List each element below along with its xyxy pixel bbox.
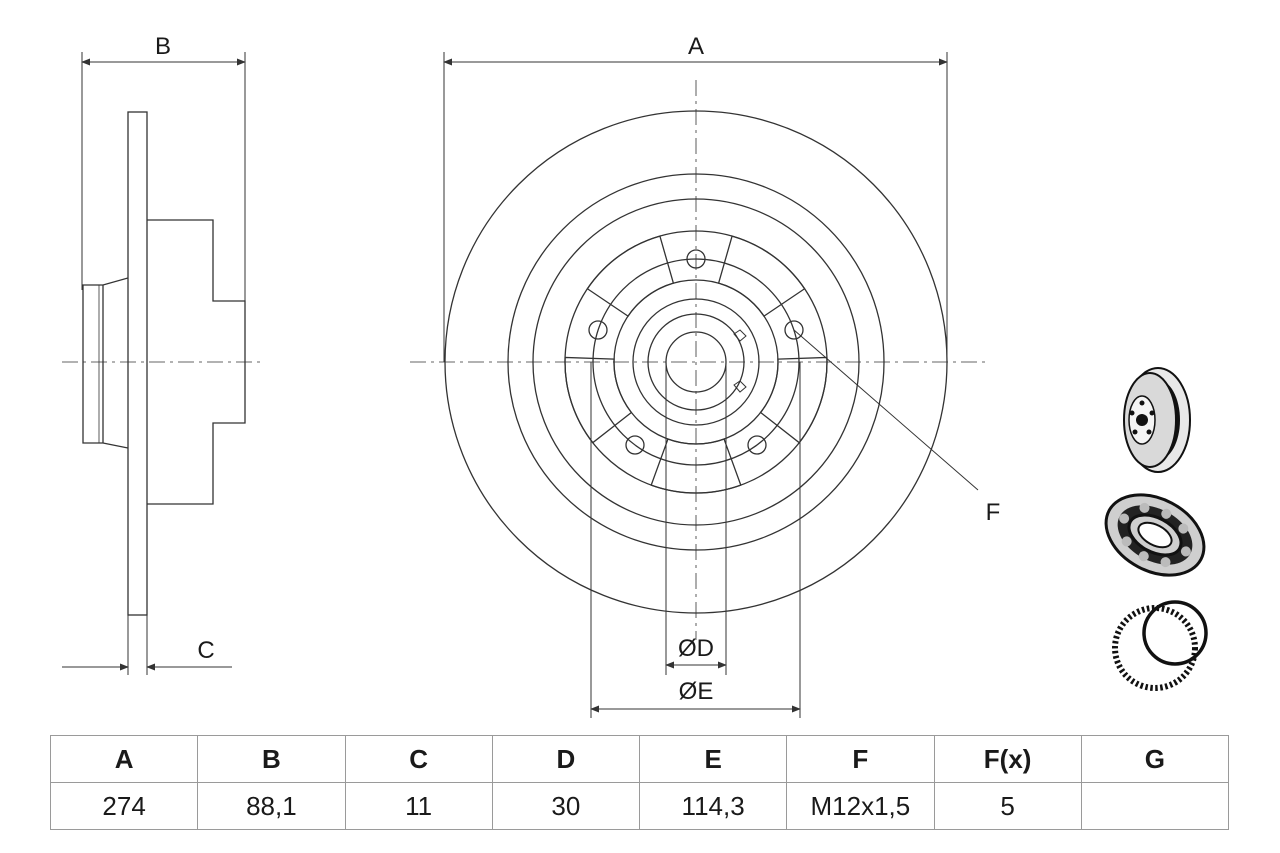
hub-cutout-pockets [564,235,828,494]
abs-ring-icon [1112,600,1208,691]
table-header-row: A B C D E F F(x) G [49,735,1230,783]
dimension-c-label: C [197,637,214,664]
dimension-f-label: F [986,499,1001,526]
value-e: 114,3 [638,782,788,830]
header-d: D [491,735,641,783]
header-f: F [786,735,935,783]
brake-disc-icon [1123,367,1191,473]
value-b: 88,1 [197,782,346,830]
value-a: 274 [49,782,199,830]
vent-pocket [717,235,806,318]
header-a: A [49,735,199,783]
value-fx: 5 [933,782,1082,830]
header-c: C [344,735,493,783]
dimension-b-label: B [155,33,171,60]
vent-pocket [759,356,828,444]
header-e: E [638,735,788,783]
vent-pocket [564,356,633,444]
header-b: B [197,735,346,783]
value-g [1080,782,1230,830]
side-view [62,52,262,675]
value-c: 11 [344,782,493,830]
header-g: G [1080,735,1230,783]
header-fx: F(x) [933,735,1082,783]
wheel-bearing-icon [1104,493,1206,577]
table-value-row: 274 88,1 11 30 114,3 M12x1,5 5 [49,782,1230,830]
vent-pocket [586,235,675,318]
front-view [410,52,985,718]
dimension-d-label: ØD [678,635,714,662]
value-f: M12x1,5 [786,782,935,830]
dimension-e-label: ØE [679,678,714,705]
value-d: 30 [491,782,641,830]
vent-pocket [650,438,742,494]
dimension-a-label: A [688,33,704,60]
specification-table: A B C D E F F(x) G 274 88,1 11 30 114,3 … [49,735,1230,830]
